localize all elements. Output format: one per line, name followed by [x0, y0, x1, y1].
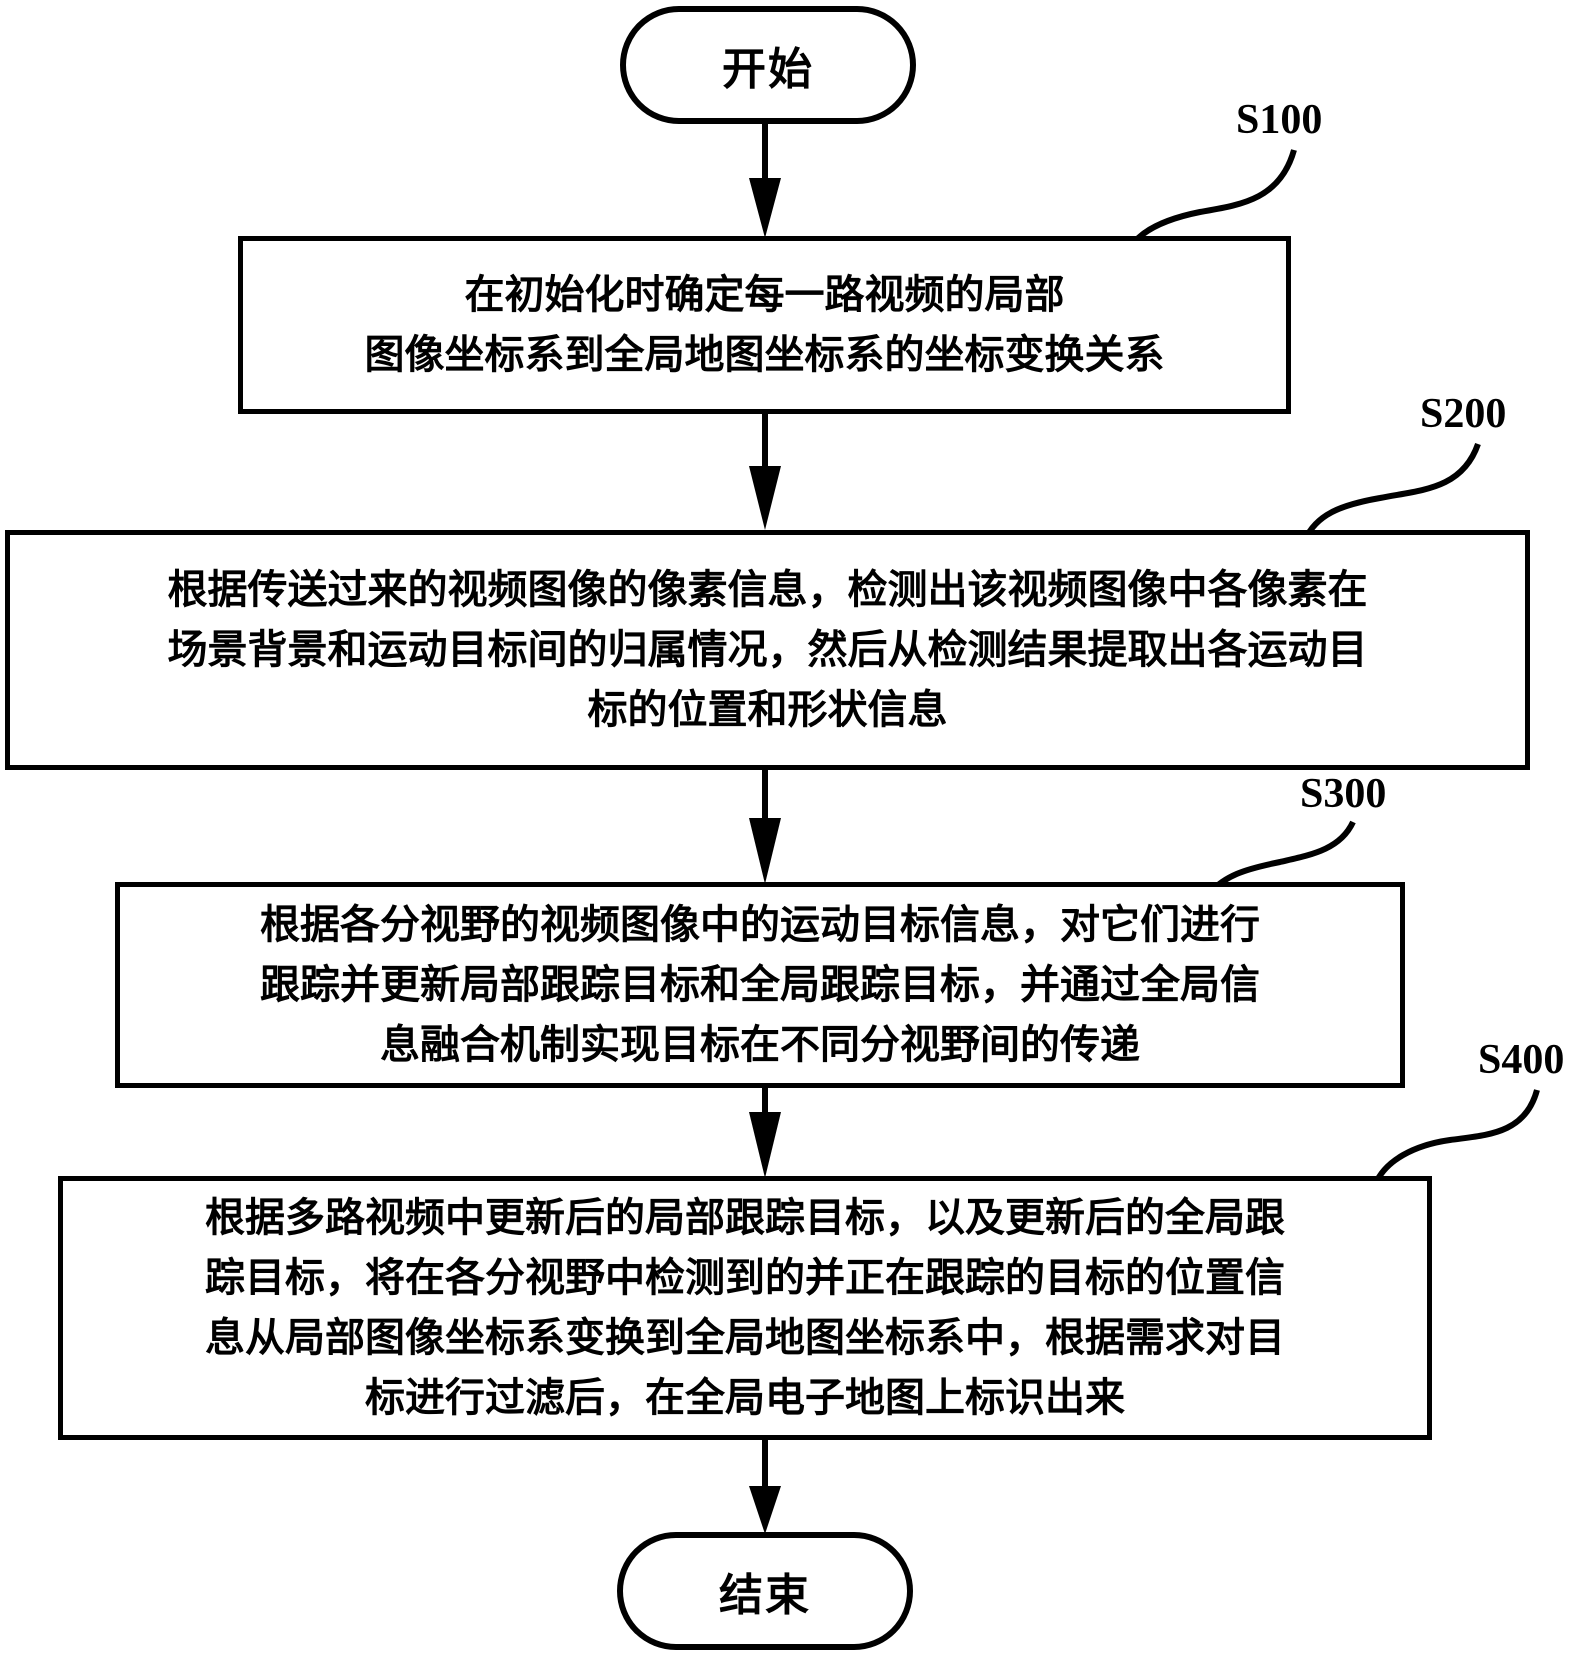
step-s400-line-4: 标进行过滤后，在全局电子地图上标识出来	[365, 1375, 1125, 1421]
step-s300-line-2: 跟踪并更新局部跟踪目标和全局跟踪目标，并通过全局信	[260, 962, 1260, 1008]
step-s100-line-2: 图像坐标系到全局地图坐标系的坐标变换关系	[364, 332, 1165, 378]
arrow-start-to-s100	[749, 122, 781, 238]
start-terminal: 开始	[620, 6, 916, 124]
arrow-s300-to-s400	[749, 1086, 781, 1178]
step-label-s300: S300	[1300, 771, 1387, 817]
arrow-s100-to-s200	[749, 412, 781, 530]
step-box-s200: 根据传送过来的视频图像的像素信息，检测出该视频图像中各像素在 场景背景和运动目标…	[5, 530, 1530, 770]
step-s200-line-2: 场景背景和运动目标间的归属情况，然后从检测结果提取出各运动目	[167, 627, 1368, 673]
step-s400-line-2: 踪目标，将在各分视野中检测到的并正在跟踪的目标的位置信	[205, 1255, 1285, 1301]
start-label: 开始	[722, 44, 814, 95]
step-s400-line-3: 息从局部图像坐标系变换到全局地图坐标系中，根据需求对目	[205, 1315, 1285, 1361]
step-s400-line-1: 根据多路视频中更新后的局部跟踪目标，以及更新后的全局跟	[205, 1195, 1285, 1241]
step-box-s300: 根据各分视野的视频图像中的运动目标信息，对它们进行 跟踪并更新局部跟踪目标和全局…	[115, 882, 1405, 1088]
end-label: 结束	[719, 1570, 811, 1621]
step-label-s100: S100	[1236, 97, 1323, 143]
step-box-s100: 在初始化时确定每一路视频的局部 图像坐标系到全局地图坐标系的坐标变换关系	[238, 236, 1291, 414]
step-s300-line-1: 根据各分视野的视频图像中的运动目标信息，对它们进行	[260, 902, 1260, 948]
step-s100-line-1: 在初始化时确定每一路视频的局部	[464, 272, 1065, 318]
arrow-s200-to-s300	[749, 768, 781, 884]
step-s300-line-3: 息融合机制实现目标在不同分视野间的传递	[380, 1022, 1140, 1068]
step-label-s200: S200	[1420, 391, 1507, 437]
arrow-s400-to-end	[749, 1438, 781, 1534]
step-s200-line-3: 标的位置和形状信息	[587, 687, 948, 733]
step-box-s400: 根据多路视频中更新后的局部跟踪目标，以及更新后的全局跟 踪目标，将在各分视野中检…	[58, 1176, 1432, 1440]
step-s200-line-1: 根据传送过来的视频图像的像素信息，检测出该视频图像中各像素在	[167, 567, 1368, 613]
step-label-s400: S400	[1478, 1037, 1565, 1083]
end-terminal: 结束	[617, 1532, 913, 1650]
